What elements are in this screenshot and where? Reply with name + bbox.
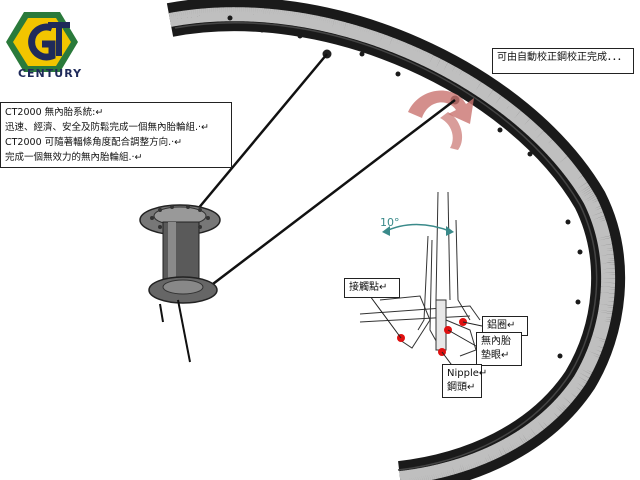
rim-cross-section bbox=[359, 191, 481, 357]
rim-channel bbox=[168, 7, 616, 480]
contact-point-label: 接觸點↵ bbox=[349, 282, 388, 293]
callout-auto-correct: 可由自動校正鋼校正完成．．． bbox=[492, 48, 634, 74]
rim-spoke-holes bbox=[227, 15, 583, 359]
description-line-3: CT2000 可隨著輻條角度配合調整方向.·↵ bbox=[5, 137, 183, 148]
description-line-4: 完成一個無效力的無內胎輪組.·↵ bbox=[5, 152, 143, 163]
leader-rim-base bbox=[462, 321, 483, 327]
spokes bbox=[181, 53, 456, 291]
rim-outer bbox=[166, 0, 626, 480]
rim bbox=[166, 0, 626, 480]
nipple-line-1: Nipple↵ bbox=[447, 368, 488, 379]
description-line-2: 迅速、經濟、安全及防鬆完成一個無內胎輪組.·↵ bbox=[5, 122, 210, 133]
tubeless-washer-line-1: 無內胎 bbox=[481, 336, 511, 347]
callout-auto-correct-line: 可由自動校正鋼校正完成．．． bbox=[497, 52, 627, 63]
hub-flange-bottom-inner bbox=[162, 279, 204, 295]
callout-nipple: Nipple↵ 鋼頭↵ bbox=[442, 364, 488, 398]
century-logo-text: CENTURY bbox=[17, 67, 83, 80]
spoke-lower bbox=[204, 99, 456, 291]
hub-axle-tip bbox=[159, 303, 164, 323]
section-hook-left bbox=[379, 295, 431, 349]
arrow-lower bbox=[440, 112, 463, 150]
section-line-2 bbox=[447, 191, 451, 301]
callout-contact-point: 接觸點↵ bbox=[344, 278, 400, 298]
logo-g-letter bbox=[28, 23, 56, 61]
rim-inner-edge bbox=[174, 22, 598, 471]
hub-axle bbox=[177, 299, 191, 363]
section-base-mid bbox=[359, 315, 471, 323]
angle-indicator: 10° bbox=[380, 216, 454, 236]
section-line-1 bbox=[435, 191, 446, 301]
description-line-1: CT2000 無內胎系統:↵ bbox=[5, 107, 104, 118]
nipple-line-2: 鋼頭↵ bbox=[447, 382, 476, 393]
hub-highlight bbox=[168, 222, 176, 284]
angle-label: 10° bbox=[380, 216, 400, 229]
logo-t-stem bbox=[56, 22, 62, 56]
century-logo bbox=[6, 12, 78, 72]
spoke-upper bbox=[181, 53, 328, 229]
contact-dots bbox=[397, 318, 467, 356]
rim-base-label: 鋁圈↵ bbox=[487, 320, 516, 331]
angle-arrow-left bbox=[382, 226, 390, 236]
hub bbox=[139, 204, 221, 363]
leader-contact bbox=[369, 295, 402, 339]
angle-arrow-right bbox=[446, 226, 454, 236]
callout-tubeless-washer: 無內胎 墊眼↵ bbox=[476, 332, 522, 366]
hub-holes bbox=[150, 205, 210, 229]
section-base-top bbox=[359, 305, 481, 321]
callout-system-description: CT2000 無內胎系統:↵ 迅速、經濟、安全及防鬆完成一個無內胎輪組.·↵ C… bbox=[0, 102, 232, 168]
section-nipple bbox=[435, 299, 447, 351]
section-line-3 bbox=[455, 219, 471, 321]
section-hook-right bbox=[445, 319, 477, 357]
arrow-top bbox=[408, 90, 474, 124]
tubeless-washer-line-2: 墊眼↵ bbox=[481, 350, 510, 361]
section-line-4 bbox=[417, 235, 429, 331]
leader-washer bbox=[447, 329, 477, 347]
adjust-arrow bbox=[408, 90, 474, 150]
